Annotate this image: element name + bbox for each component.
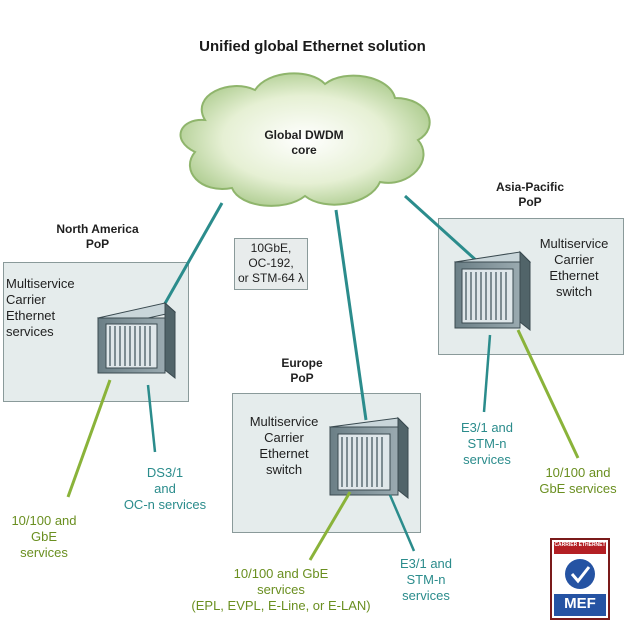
mef-brand-text: MEF bbox=[564, 595, 596, 612]
na-box-line1: Multiservice bbox=[6, 276, 75, 291]
na-teal-line2: and bbox=[154, 481, 176, 496]
ap-teal-link bbox=[482, 334, 492, 413]
na-teal-line3: OC-n services bbox=[123, 497, 207, 512]
eu-box-line1: Multiservice bbox=[249, 414, 319, 429]
mef-logo: CARRIER ETHERNET MEF bbox=[550, 538, 610, 620]
ap-box-line3: Ethernet bbox=[549, 268, 599, 283]
ap-green-line1: 10/100 and bbox=[545, 465, 611, 480]
ap-green-services: 10/100 and GbE services bbox=[532, 465, 624, 497]
eu-box-line2: Carrier bbox=[264, 430, 304, 445]
mef-badge-icon bbox=[550, 538, 610, 620]
ap-teal-line2: STM-n bbox=[467, 436, 507, 451]
eu-teal-link bbox=[388, 494, 416, 552]
ap-teal-services: E3/1 and STM-n services bbox=[444, 420, 530, 468]
north-america-box-label: Multiservice Carrier Ethernet services bbox=[6, 276, 98, 340]
mef-top-text: CARRIER ETHERNET bbox=[554, 542, 606, 548]
eu-green-services: 10/100 and GbE services (EPL, EVPL, E-Li… bbox=[178, 566, 384, 614]
na-teal-line1: DS3/1 bbox=[146, 465, 184, 480]
north-america-router-icon bbox=[96, 301, 177, 380]
na-box-line2: Carrier bbox=[6, 292, 46, 307]
na-green-line1: 10/100 and bbox=[11, 513, 77, 528]
core-label: Global DWDM core bbox=[254, 128, 354, 158]
eu-green-link bbox=[308, 491, 352, 561]
na-teal-services: DS3/1 and OC-n services bbox=[110, 465, 220, 513]
na-pop-line1: North America bbox=[56, 222, 139, 236]
ap-box-line4: switch bbox=[555, 284, 593, 299]
europe-box-label: Multiservice Carrier Ethernet switch bbox=[236, 414, 332, 478]
link-cloud-north-america bbox=[161, 202, 224, 308]
na-box-line3: Ethernet bbox=[6, 308, 56, 323]
ap-green-line2: GbE services bbox=[539, 481, 617, 496]
asia-pacific-box-label: Multiservice Carrier Ethernet switch bbox=[526, 236, 622, 300]
na-teal-link bbox=[146, 384, 157, 453]
ap-green-link bbox=[516, 329, 580, 459]
eu-green-line1: 10/100 and GbE bbox=[233, 566, 329, 581]
link-type-line1: 10GbE, bbox=[250, 241, 292, 255]
eu-teal-line2: STM-n bbox=[406, 572, 446, 587]
core-label-line2: core bbox=[291, 143, 317, 157]
eu-box-line4: switch bbox=[265, 462, 303, 477]
eu-teal-line3: services bbox=[402, 588, 450, 603]
eu-green-line3: (EPL, EVPL, E-Line, or E-LAN) bbox=[191, 598, 371, 613]
link-type-line3: or STM-64 λ bbox=[237, 271, 304, 285]
eu-teal-services: E3/1 and STM-n services bbox=[386, 556, 466, 604]
link-type-line2: OC-192, bbox=[248, 256, 294, 270]
europe-pop-label: Europe PoP bbox=[262, 356, 342, 386]
na-green-services: 10/100 and GbE services bbox=[2, 513, 86, 561]
ap-box-line2: Carrier bbox=[554, 252, 594, 267]
ap-box-line1: Multiservice bbox=[539, 236, 609, 251]
link-cloud-europe bbox=[334, 209, 368, 421]
link-type-label: 10GbE, OC-192, or STM-64 λ bbox=[234, 241, 308, 286]
ap-pop-line1: Asia-Pacific bbox=[495, 180, 565, 194]
dwdm-cloud bbox=[179, 72, 431, 207]
core-label-line1: Global DWDM bbox=[264, 128, 344, 142]
link-type-box bbox=[234, 238, 308, 290]
eu-pop-line1: Europe bbox=[281, 356, 323, 370]
eu-green-line2: services bbox=[257, 582, 305, 597]
na-green-line2: GbE bbox=[30, 529, 57, 544]
eu-box-line3: Ethernet bbox=[259, 446, 309, 461]
ap-teal-line3: services bbox=[463, 452, 511, 467]
diagram-title: Unified global Ethernet solution bbox=[199, 38, 426, 55]
link-cloud-asia bbox=[403, 194, 480, 264]
ap-pop-line2: PoP bbox=[518, 195, 542, 209]
europe-router-icon bbox=[328, 416, 410, 500]
eu-pop-line2: PoP bbox=[290, 371, 314, 385]
na-box-line4: services bbox=[6, 324, 54, 339]
na-green-link bbox=[66, 379, 112, 498]
na-green-line3: services bbox=[20, 545, 68, 560]
asia-router-icon bbox=[453, 250, 532, 332]
north-america-pop-label: North America PoP bbox=[40, 222, 155, 252]
ap-teal-line1: E3/1 and bbox=[460, 420, 514, 435]
asia-pacific-pop-label: Asia-Pacific PoP bbox=[480, 180, 580, 210]
eu-teal-line1: E3/1 and bbox=[399, 556, 453, 571]
na-pop-line2: PoP bbox=[85, 237, 110, 251]
